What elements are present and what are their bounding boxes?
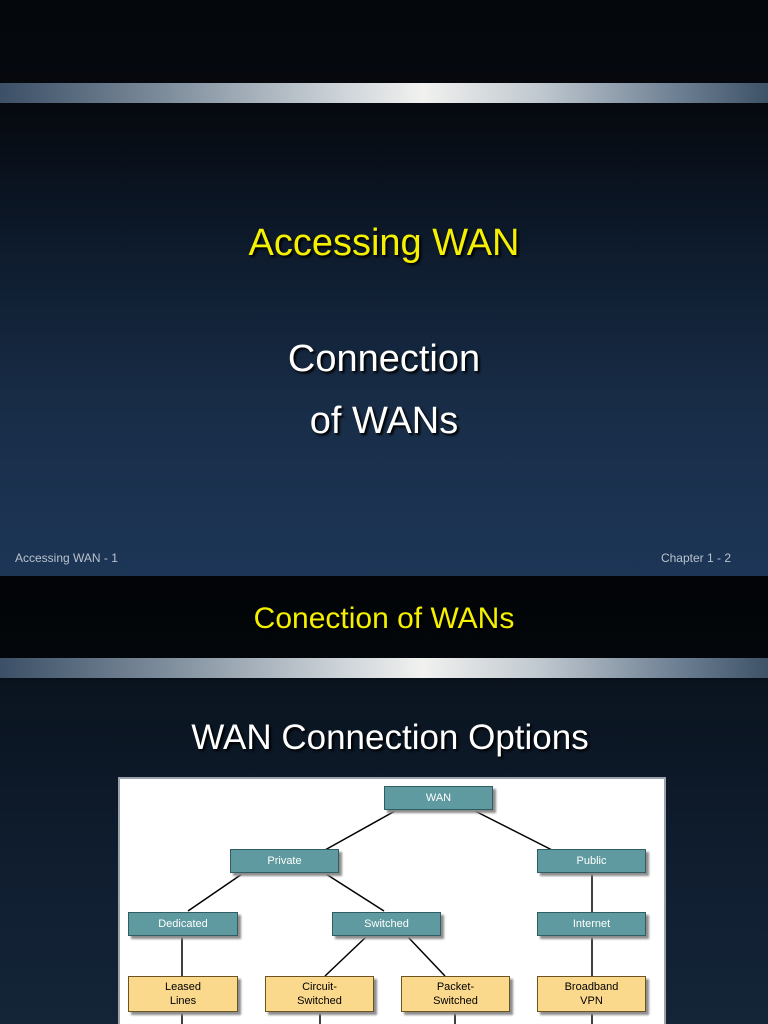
node-broadband-vpn: Broadband VPN [537,976,646,1012]
slide-title: WAN Connection Options [191,718,589,757]
node-wan: WAN [384,786,493,810]
node-packet-switched: Packet- Switched [401,976,510,1012]
footer-left: Accessing WAN - 1 [15,551,118,565]
node-private: Private [230,849,339,873]
connector-switched-circuit [324,936,367,977]
slide-1: Accessing WAN Connection of WANs Accessi… [0,0,768,576]
node-circuit-switched: Circuit- Switched [265,976,374,1012]
slide-subtitle-line-1: Connection [287,338,481,380]
slide-2: Conection of WANs WAN Connection Options… [0,576,768,1024]
node-dedicated: Dedicated [128,912,238,936]
node-leased-lines: Leased Lines [128,976,238,1012]
connector-private-switched [325,873,385,912]
footer-right: Chapter 1 - 2 [660,551,731,565]
node-internet: Internet [537,912,646,936]
connector-private-dedicated [187,873,243,912]
wan-options-diagram: WAN Private Public Dedicated Switched In… [118,777,666,1024]
slide-subtitle-line-2: of WANs [309,400,459,442]
node-public: Public [537,849,646,873]
connector-wan-public [474,810,553,851]
header-gradient-bar [0,658,768,678]
node-switched: Switched [332,912,441,936]
header-gradient-bar [0,83,768,103]
connector-switched-packet [407,936,446,977]
connector-wan-private [324,810,396,851]
slide-title: Accessing WAN [248,222,520,264]
diagram-connectors [181,810,593,1024]
slide-header: Conection of WANs [253,602,515,635]
